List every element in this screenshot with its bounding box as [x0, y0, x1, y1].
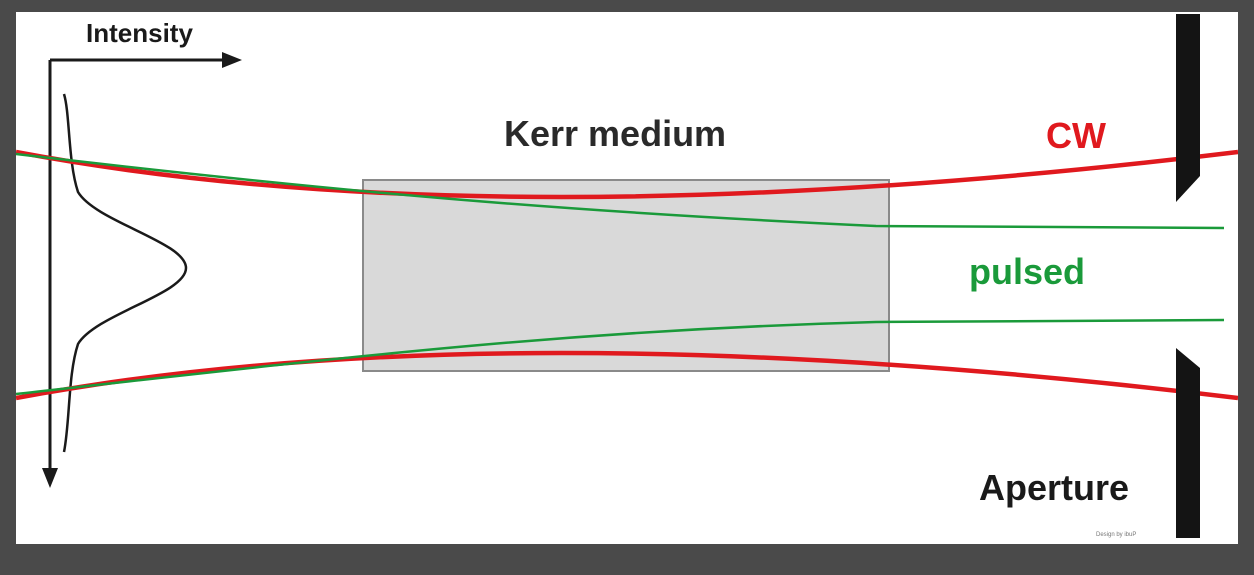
cw-beam-lower	[16, 350, 1238, 401]
vertical-arrowhead-icon	[42, 468, 58, 488]
kerr-medium-block	[362, 179, 890, 372]
gaussian-profile-icon	[62, 93, 188, 453]
pulsed-label: pulsed	[969, 251, 1086, 292]
pulsed-beam-upper	[16, 152, 1225, 230]
horizontal-arrowhead-icon	[222, 52, 242, 68]
diagram-panel: Intensity Kerr medium CW pulsed Aperture…	[16, 12, 1238, 544]
credit-label: Design by ibuP	[1096, 532, 1137, 538]
aperture-label: Aperture	[979, 467, 1130, 508]
aperture-lower-blade-icon	[1176, 348, 1200, 538]
kerr-lens-diagram	[16, 14, 1238, 538]
intensity-axis-icon	[48, 58, 230, 472]
aperture-upper-blade-icon	[1176, 14, 1200, 202]
cw-beam-upper	[16, 149, 1238, 200]
intensity-label: Intensity	[86, 18, 193, 48]
pulsed-beam-lower	[16, 318, 1225, 396]
kerr-medium-label: Kerr medium	[504, 113, 727, 154]
cw-label: CW	[1046, 115, 1106, 156]
